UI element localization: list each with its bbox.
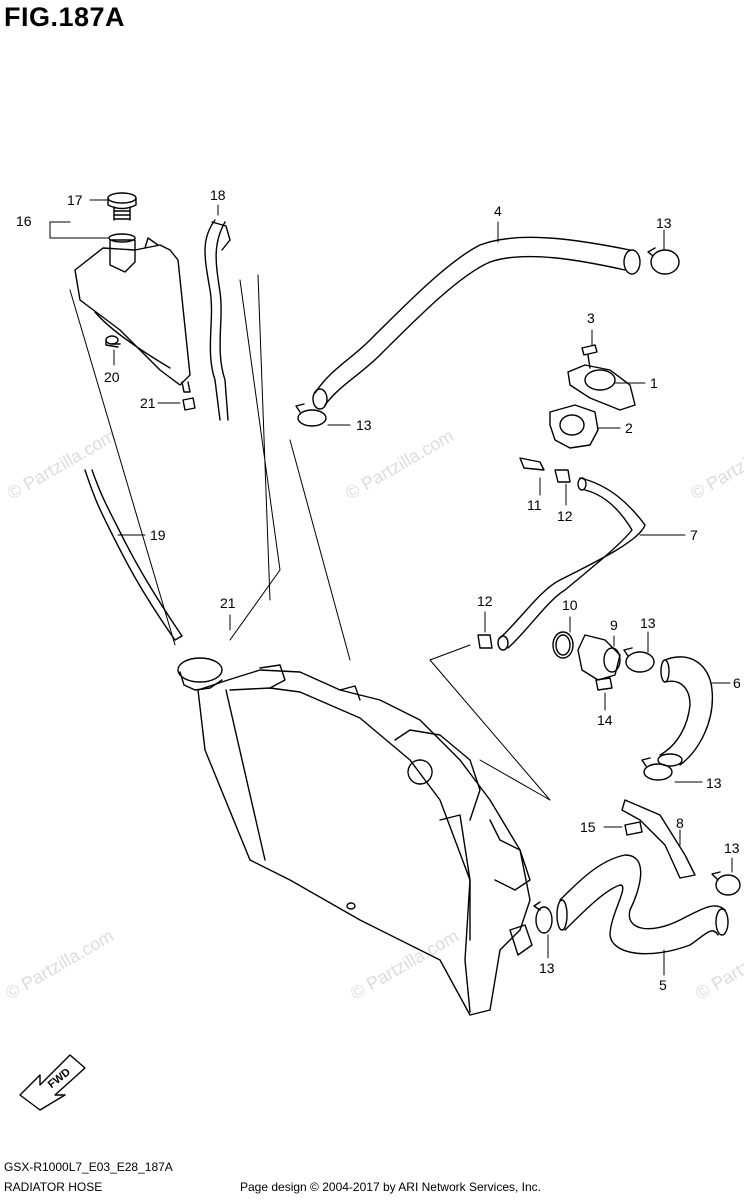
- callout-4: 4: [494, 203, 502, 219]
- callout-16: 16: [16, 213, 32, 229]
- callout-10: 10: [562, 597, 578, 613]
- callout-19: 19: [150, 527, 166, 543]
- callout-14: 14: [597, 712, 613, 728]
- hose-clamp-13: [295, 247, 741, 934]
- callout-5: 5: [659, 977, 667, 993]
- watermark: © Partzilla.com: [4, 425, 119, 503]
- callout-11: 11: [527, 497, 542, 513]
- callout-17: 17: [67, 192, 83, 208]
- watermark: © Partzilla.com: [687, 425, 744, 503]
- callout-1: 1: [650, 375, 658, 391]
- callout-13: 13: [640, 615, 656, 631]
- bolt-20: [105, 335, 121, 348]
- callout-13: 13: [539, 960, 555, 976]
- bolt-15: [624, 821, 643, 836]
- callout-15: 15: [580, 819, 596, 835]
- credit-line: Page design © 2004-2017 by ARI Network S…: [240, 1180, 542, 1194]
- radiator: [177, 657, 533, 1016]
- leader-lines: [69, 274, 551, 801]
- hose-5: [556, 854, 729, 955]
- callout-13: 13: [356, 417, 372, 433]
- bolt-14: [595, 677, 613, 691]
- callout-13: 13: [724, 840, 740, 856]
- callout-13: 13: [656, 215, 672, 231]
- watermarks: © Partzilla.com © Partzilla.com © Partzi…: [2, 425, 744, 1003]
- callout-2: 2: [625, 420, 633, 436]
- callout-8: 8: [676, 815, 684, 831]
- clip-12: [477, 469, 571, 649]
- bolt-11: [519, 457, 545, 471]
- callout-13: 13: [706, 775, 722, 791]
- watermark: © Partzilla.com: [2, 925, 117, 1003]
- hose-7: [497, 477, 646, 651]
- watermark: © Partzilla.com: [342, 425, 457, 503]
- diagram-code: GSX-R1000L7_E03_E28_187A: [4, 1160, 173, 1174]
- thermostat-cover-1: [567, 364, 636, 411]
- fwd-arrow: [19, 1054, 86, 1111]
- diagram-name: RADIATOR HOSE: [4, 1180, 103, 1194]
- callout-labels: 1 2 3 4 5 6 7 8 9 10 11 12 12 13 13 13 1…: [16, 187, 741, 1091]
- callout-6: 6: [733, 675, 741, 691]
- callout-21: 21: [220, 595, 236, 611]
- callout-9: 9: [610, 617, 618, 633]
- callout-12: 12: [557, 508, 573, 524]
- bracket-8: [621, 799, 696, 879]
- callout-7: 7: [690, 527, 698, 543]
- overflow-hose-18: [204, 219, 231, 421]
- bolt-3: [581, 344, 598, 369]
- callout-lines: [49, 199, 733, 976]
- fitting-9: [577, 634, 621, 681]
- o-ring-10: [552, 631, 574, 659]
- thermostat-2: [549, 404, 599, 449]
- callout-20: 20: [104, 369, 120, 385]
- watermark: © Partzilla.com: [347, 925, 462, 1003]
- breather-hose-19: [84, 469, 183, 641]
- upper-hose-4: [312, 236, 641, 410]
- callout-12: 12: [477, 593, 493, 609]
- clip-21: [182, 397, 196, 411]
- hose-6: [657, 656, 714, 767]
- callout-21: 21: [140, 395, 156, 411]
- callout-18: 18: [210, 187, 226, 203]
- figure-title: FIG.187A: [4, 2, 126, 32]
- callout-3: 3: [587, 310, 595, 326]
- reservoir-cap: [107, 192, 137, 221]
- reservoir-tank: [74, 233, 191, 393]
